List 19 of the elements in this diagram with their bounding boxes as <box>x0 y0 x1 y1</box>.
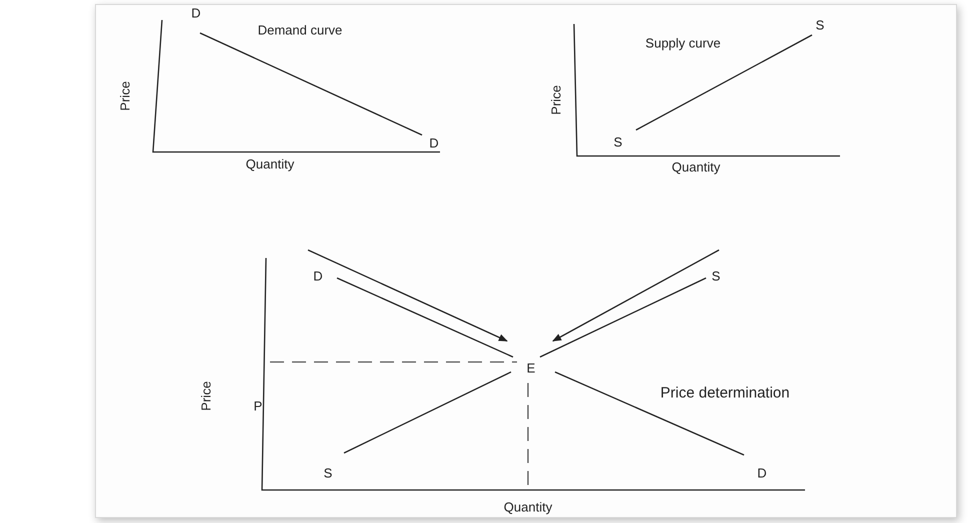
chart-title: Price determination <box>660 386 790 400</box>
axis-label: Quantity <box>246 158 294 170</box>
chart-title: Demand curve <box>258 24 342 36</box>
curve-label: S <box>324 466 332 480</box>
curve-label: D <box>313 270 323 282</box>
curve-label: D <box>429 136 439 150</box>
curve-label: D <box>191 6 201 20</box>
axis-label: Price <box>118 81 132 111</box>
axis-label: Quantity <box>672 160 720 174</box>
price-level-label: P <box>254 400 262 412</box>
curve-label: D <box>757 466 767 480</box>
curve-label: S <box>816 18 824 32</box>
chart-title: Supply curve <box>645 36 721 50</box>
axis-label: Price <box>200 381 212 411</box>
equilibrium-label: E <box>526 362 536 374</box>
curve-label: S <box>712 270 720 282</box>
axis-label: Quantity <box>504 500 552 514</box>
axis-label: Price <box>550 85 562 115</box>
curve-label: S <box>614 136 622 148</box>
